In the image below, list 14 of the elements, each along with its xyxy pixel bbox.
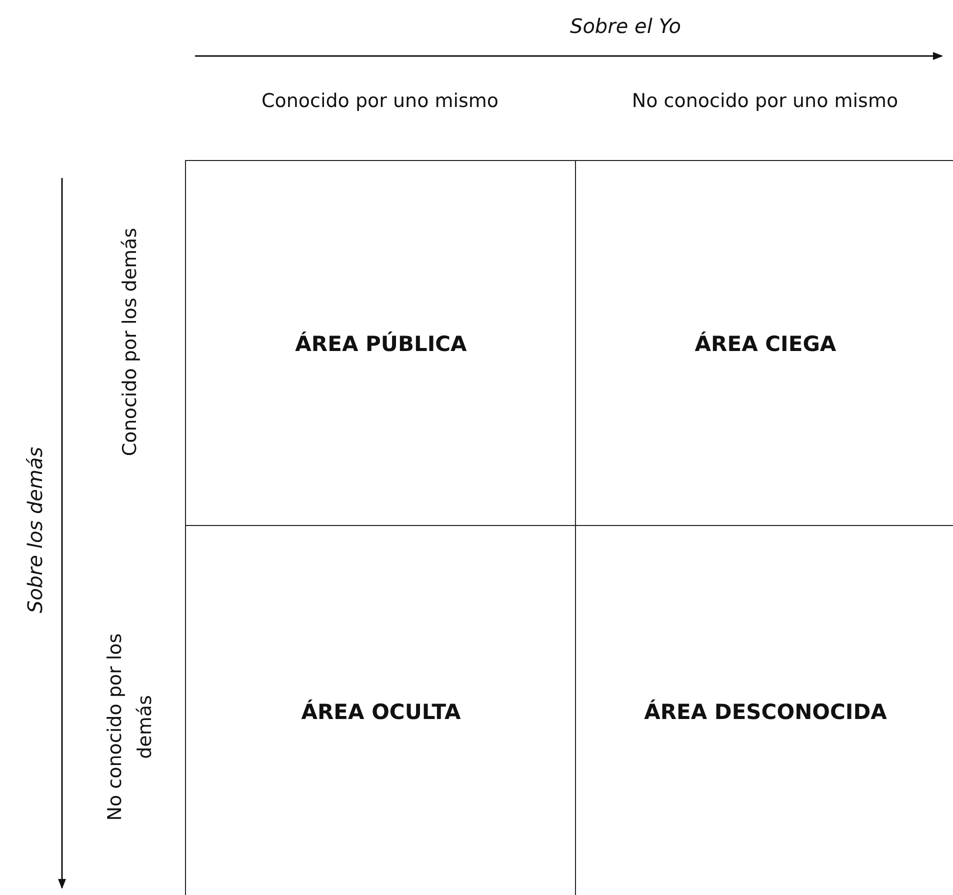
quadrant-cell bbox=[185, 525, 576, 895]
quadrant-title: ÁREA CIEGA bbox=[694, 332, 836, 356]
column-header: Conocido por uno mismo bbox=[260, 89, 500, 114]
quadrant-cell bbox=[575, 160, 953, 526]
quadrant-title: ÁREA DESCONOCIDA bbox=[644, 700, 887, 724]
column-header: No conocido por uno mismo bbox=[630, 89, 900, 114]
quadrant-title: ÁREA OCULTA bbox=[301, 700, 461, 724]
quadrant-cell bbox=[185, 160, 576, 526]
axis-label: Sobre el Yo bbox=[570, 14, 681, 38]
row-header: No conocido por los demás bbox=[103, 632, 157, 823]
axis-label: Sobre los demás bbox=[22, 446, 48, 616]
quadrant-cell bbox=[575, 525, 953, 895]
quadrant-title: ÁREA PÚBLICA bbox=[295, 332, 467, 356]
row-header: Conocido por los demás bbox=[118, 226, 142, 458]
